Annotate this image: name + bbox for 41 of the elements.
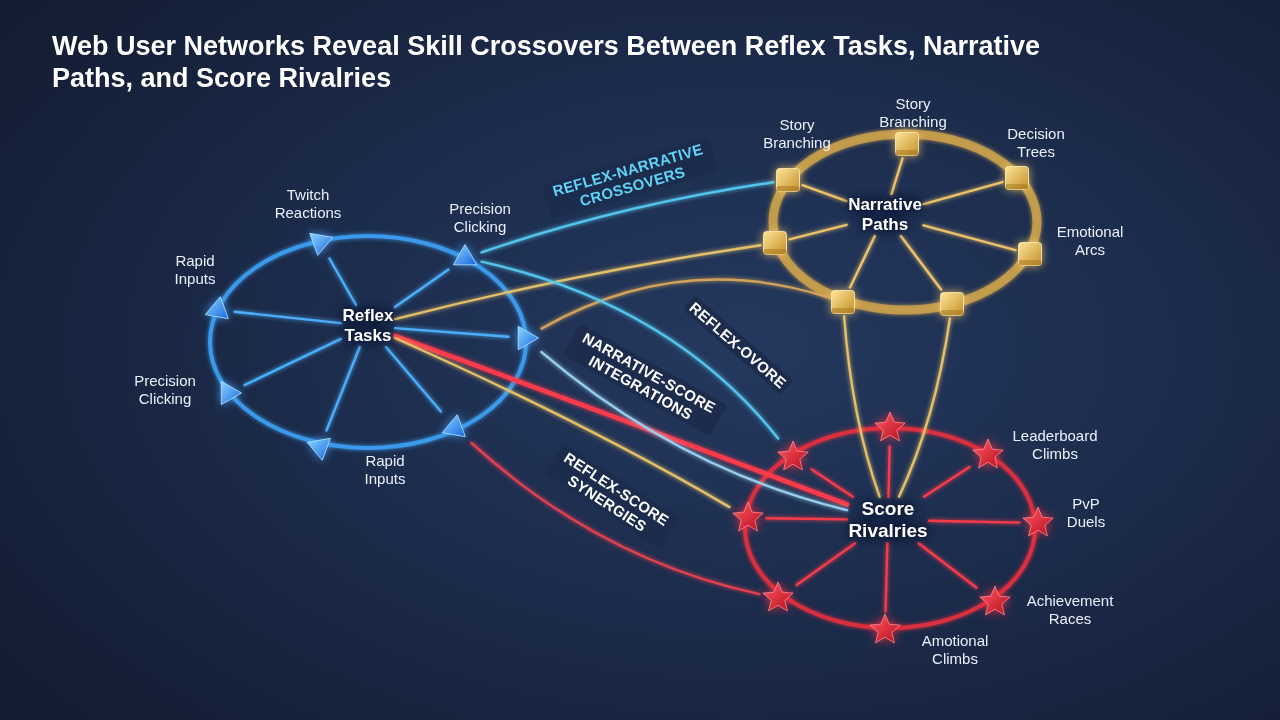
node-label: Leaderboard Climbs (1012, 427, 1098, 463)
node-label: Precision Clicking (134, 372, 196, 408)
square-node (775, 167, 801, 193)
node-label: Decision Trees (1007, 125, 1065, 161)
connector-line (922, 224, 1017, 252)
connector-line (480, 260, 780, 440)
node-label: Twitch Reactions (274, 186, 342, 222)
connector-line (540, 350, 849, 512)
star-node (978, 585, 1012, 619)
star-node (873, 411, 907, 445)
square-node (939, 291, 965, 317)
hub-label: Reflex Tasks (342, 306, 394, 346)
node-label: Story Branching (879, 95, 947, 131)
node-label: Amotional Climbs (921, 632, 989, 668)
diagram-title: Web User Networks Reveal Skill Crossovers Between Reflex Tasks, Narrative Paths, and Score Rivalries (52, 30, 1041, 94)
hub-label: Narrative Paths (848, 195, 922, 235)
connector-line (540, 278, 830, 330)
connector-line (788, 223, 848, 241)
node-label: Rapid Inputs (174, 252, 216, 288)
node-label: Emotional Arcs (1056, 223, 1124, 259)
square-node (830, 289, 856, 315)
node-label: PvP Duels (1066, 495, 1106, 531)
square-node (1017, 241, 1043, 267)
connector-line (810, 468, 854, 498)
star-node (776, 440, 810, 474)
node-label: Precision Clicking (449, 200, 511, 236)
square-node (762, 230, 788, 256)
node-label: Rapid Inputs (364, 452, 406, 488)
node-label: Achievement Races (1026, 592, 1114, 628)
square-node (894, 131, 920, 157)
star-node (868, 613, 902, 647)
hub-label: Score Rivalries (848, 498, 928, 542)
star-node (731, 501, 765, 535)
star-node (971, 438, 1005, 472)
connector-line (922, 465, 971, 498)
star-node (761, 581, 795, 615)
node-label: Story Branching (763, 116, 831, 152)
star-node (1021, 506, 1055, 540)
connector-line (470, 441, 761, 596)
connector-line (480, 181, 775, 254)
square-node (1004, 165, 1030, 191)
